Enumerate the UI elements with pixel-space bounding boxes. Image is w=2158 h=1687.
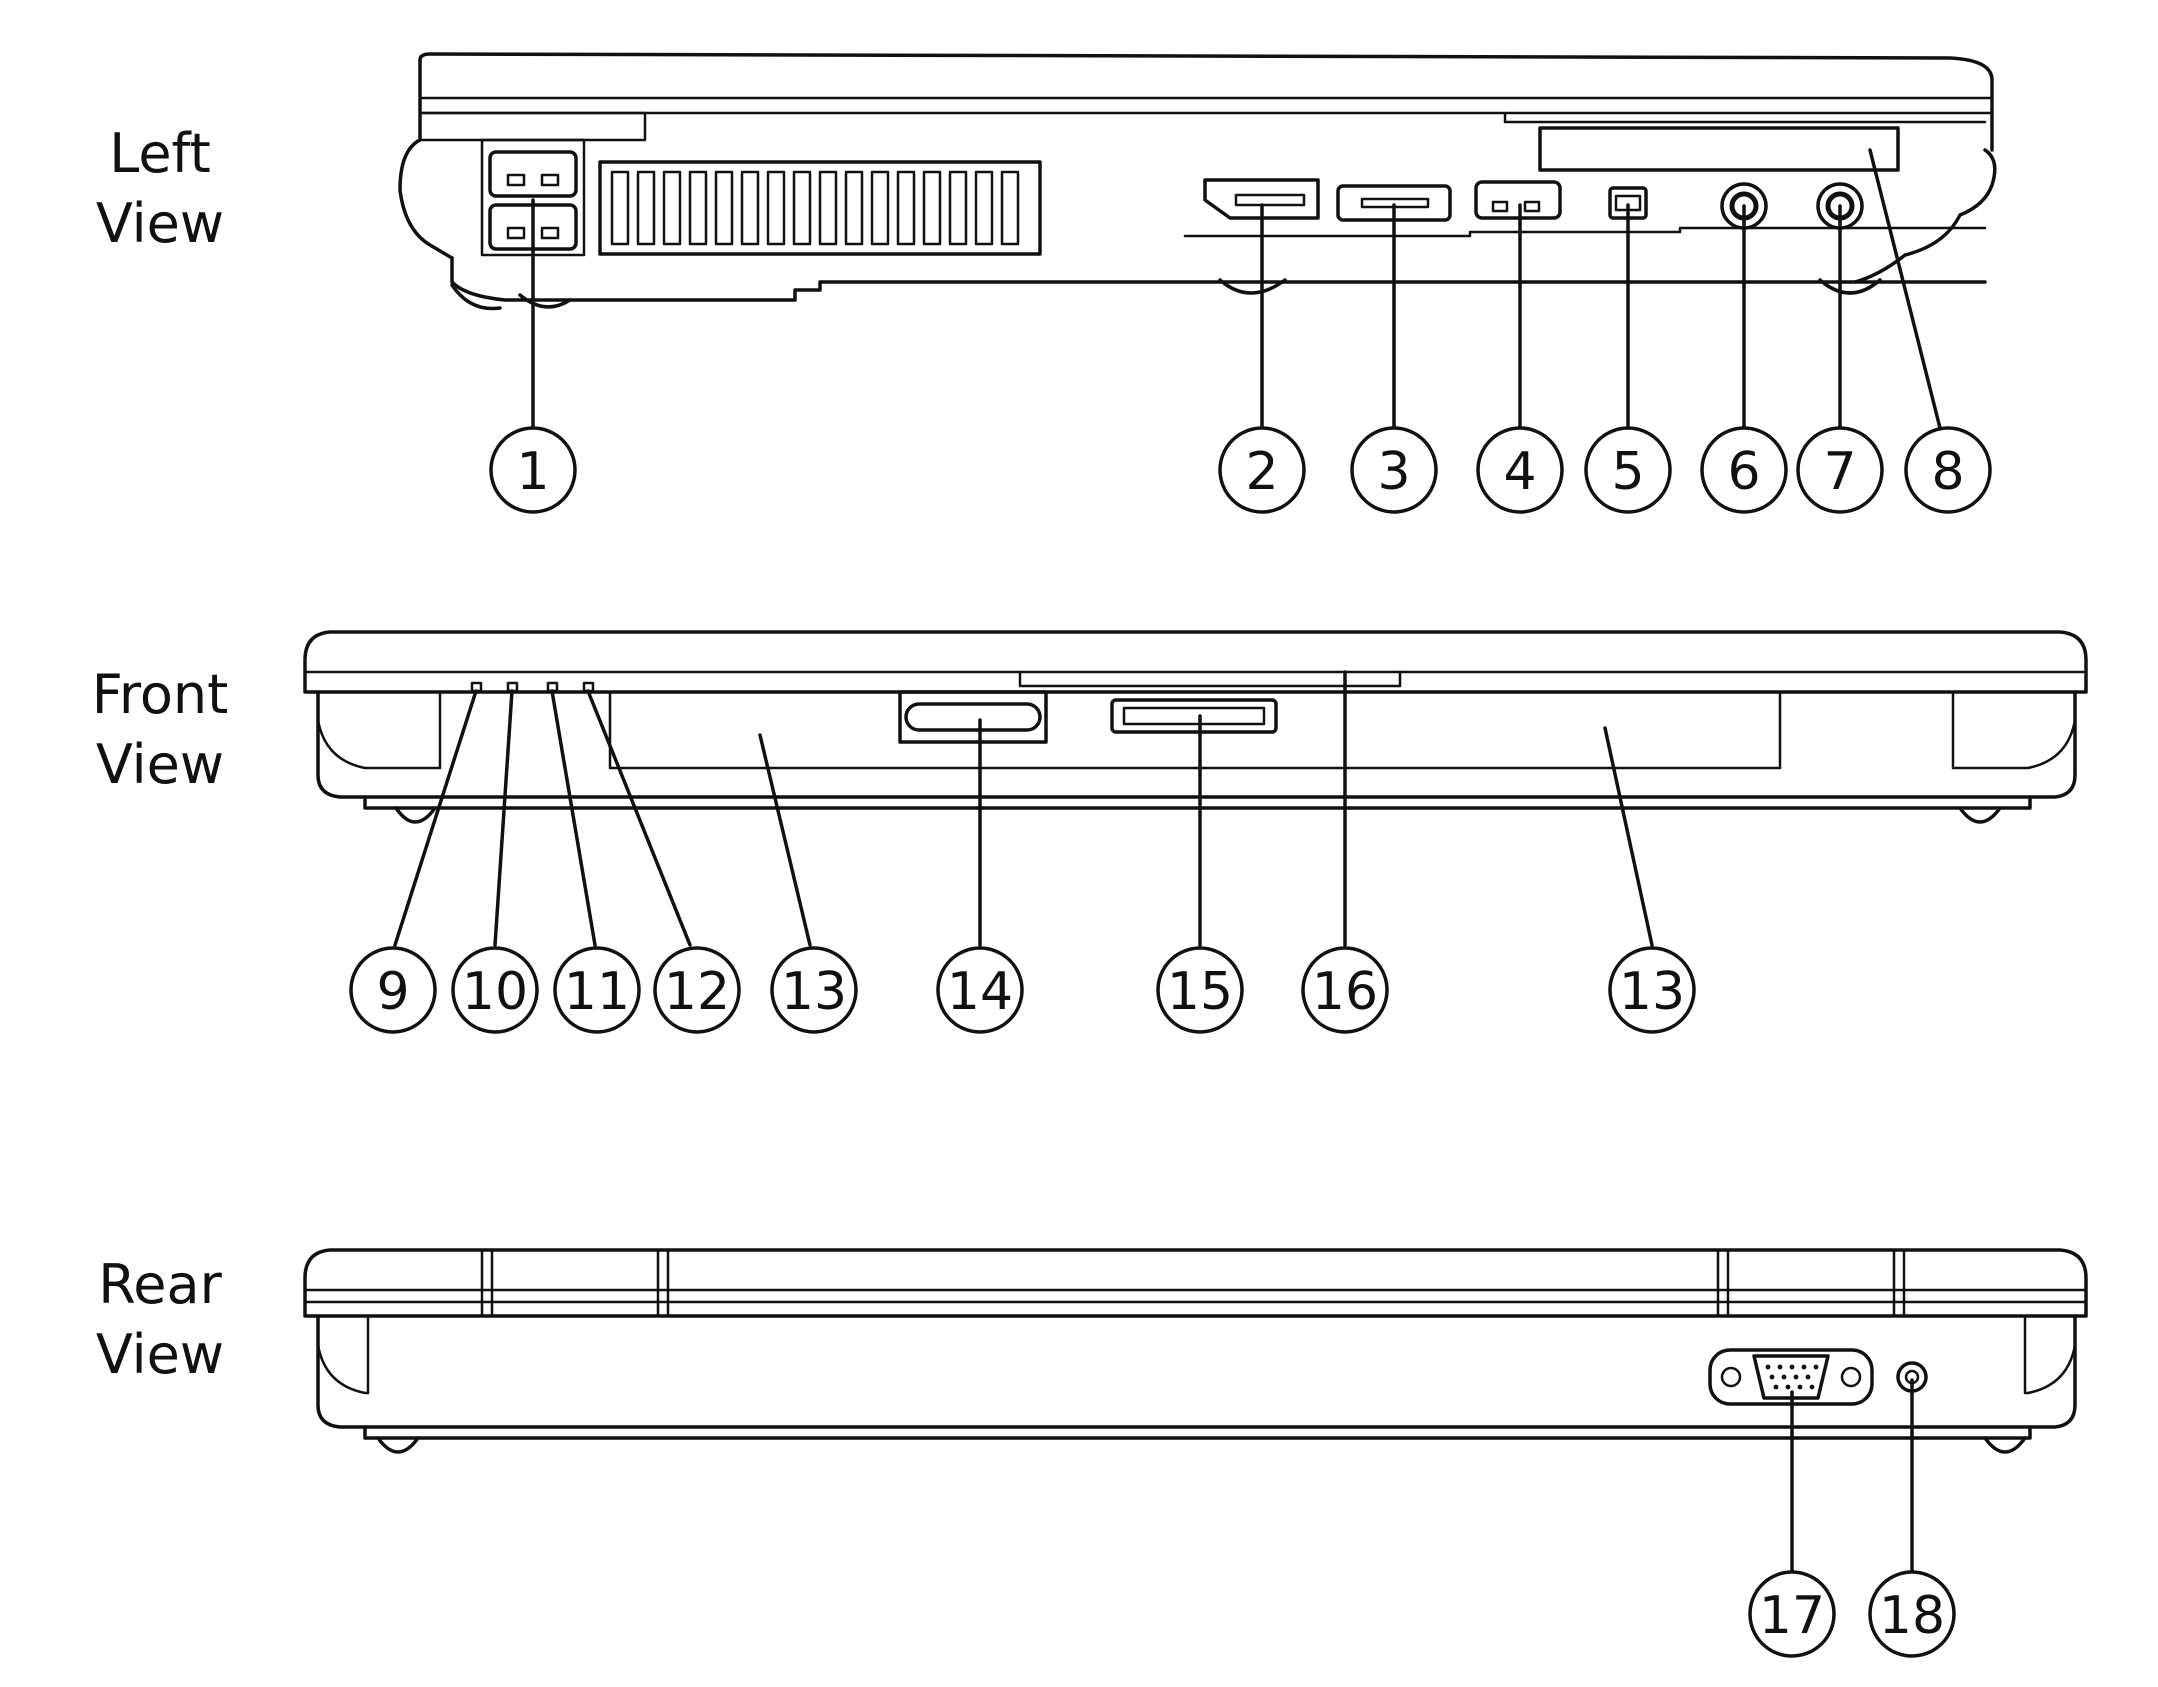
vga-pins [1765, 1364, 1819, 1390]
callout-17: 17 [1748, 1570, 1836, 1658]
callout-13-right: 13 [1608, 946, 1696, 1034]
svg-text:Left: Left [109, 122, 211, 185]
laptop-front-drawing [303, 630, 2088, 824]
svg-text:6: 6 [1727, 442, 1760, 502]
svg-text:Rear: Rear [98, 1253, 222, 1316]
leader-lines [393, 148, 1942, 1574]
callout-18: 18 [1868, 1570, 1956, 1658]
view-label-front: Front View [92, 663, 229, 796]
svg-text:2: 2 [1245, 442, 1278, 502]
svg-text:View: View [96, 1323, 224, 1386]
callout-6: 6 [1700, 426, 1788, 514]
svg-text:3: 3 [1377, 442, 1410, 502]
svg-text:View: View [96, 192, 224, 255]
svg-text:13: 13 [781, 962, 847, 1022]
svg-text:17: 17 [1759, 1586, 1825, 1646]
callout-15: 15 [1156, 946, 1244, 1034]
svg-text:16: 16 [1312, 962, 1378, 1022]
callout-5: 5 [1584, 426, 1672, 514]
svg-text:1: 1 [516, 442, 549, 502]
callout-10: 10 [451, 946, 539, 1034]
svg-text:Front: Front [92, 663, 229, 726]
callout-1: 1 [489, 426, 577, 514]
view-label-rear: Rear View [96, 1253, 224, 1386]
svg-text:14: 14 [947, 962, 1013, 1022]
vent-slots [610, 170, 1020, 246]
callout-12: 12 [653, 946, 741, 1034]
callout-11: 11 [553, 946, 641, 1034]
callout-9: 9 [349, 946, 437, 1034]
callout-14: 14 [936, 946, 1024, 1034]
laptop-rear-drawing [303, 1248, 2088, 1454]
svg-text:7: 7 [1823, 442, 1856, 502]
callout-13-left: 13 [770, 946, 858, 1034]
svg-text:9: 9 [376, 962, 409, 1022]
laptop-left-side-drawing [398, 52, 1997, 311]
callout-4: 4 [1476, 426, 1564, 514]
callout-2: 2 [1218, 426, 1306, 514]
svg-text:View: View [96, 733, 224, 796]
view-label-left: Left View [96, 122, 224, 255]
svg-text:5: 5 [1611, 442, 1644, 502]
callout-3: 3 [1350, 426, 1438, 514]
callout-8: 8 [1904, 426, 1992, 514]
svg-text:4: 4 [1503, 442, 1536, 502]
svg-text:18: 18 [1879, 1586, 1945, 1646]
svg-text:12: 12 [664, 962, 730, 1022]
svg-text:15: 15 [1167, 962, 1233, 1022]
svg-text:10: 10 [462, 962, 528, 1022]
svg-text:11: 11 [564, 962, 630, 1022]
callout-16: 16 [1301, 946, 1389, 1034]
callout-7: 7 [1796, 426, 1884, 514]
svg-text:13: 13 [1619, 962, 1685, 1022]
svg-text:8: 8 [1931, 442, 1964, 502]
